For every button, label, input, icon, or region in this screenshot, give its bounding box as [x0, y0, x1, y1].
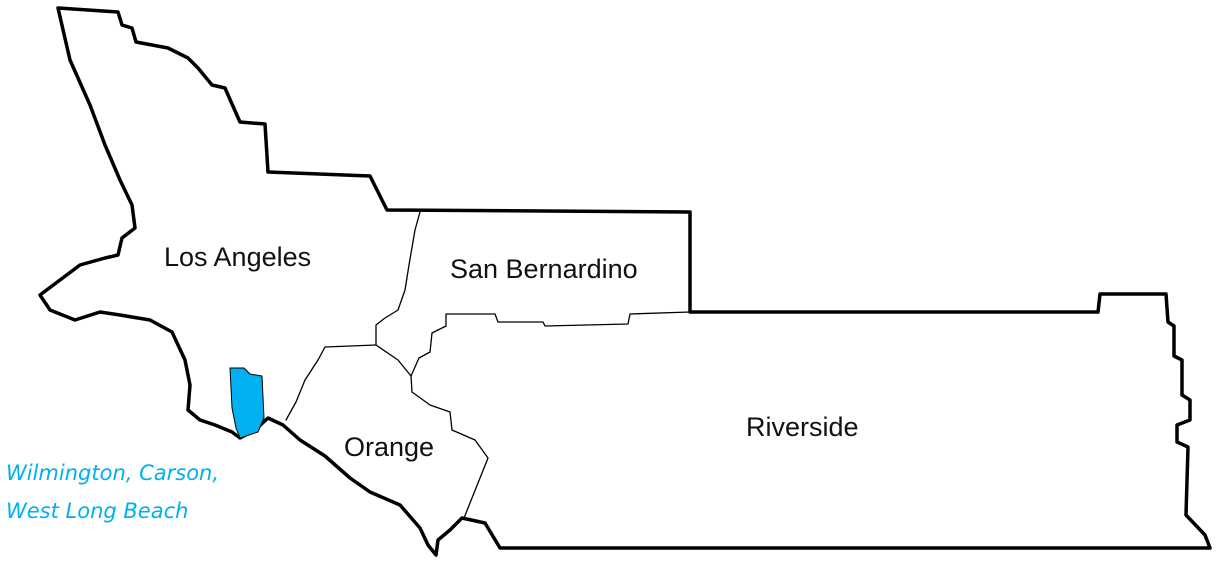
border-san-bernardino-riverside	[410, 311, 691, 377]
border-la-san-bernardino	[375, 211, 421, 346]
border-la-orange	[285, 344, 377, 421]
highlight-caption-line2: West Long Beach	[6, 499, 188, 523]
region-outline	[38, 6, 1212, 557]
county-label-orange: Orange	[344, 432, 434, 462]
county-label-riverside: Riverside	[746, 412, 859, 442]
county-label-los-angeles: Los Angeles	[164, 242, 311, 272]
highlight-area	[229, 367, 265, 439]
border-orange-riverside	[375, 344, 489, 519]
highlight-caption-line1: Wilmington, Carson,	[6, 461, 219, 485]
county-label-san-bernardino: San Bernardino	[450, 254, 638, 284]
